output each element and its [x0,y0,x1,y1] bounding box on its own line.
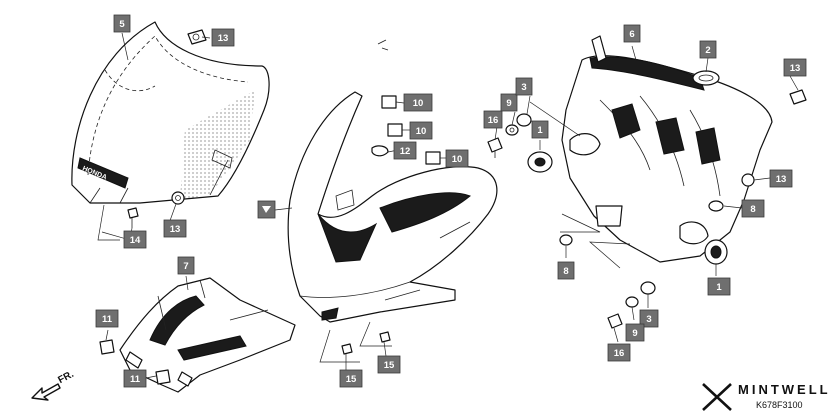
callout-15-right: 15 [377,355,401,374]
svg-text:13: 13 [776,174,787,185]
svg-text:1: 1 [537,125,543,136]
callout-1-left: 1 [531,120,549,139]
svg-text:15: 15 [384,360,395,371]
svg-text:8: 8 [563,266,568,277]
callout-10-b: 10 [409,121,433,140]
callout-3-left: 3 [515,77,533,96]
callout-1-right: 1 [707,277,731,296]
callout-12: 12 [393,141,417,160]
callout-8-right: 8 [741,199,765,218]
brand-name: MINTWELL [738,382,831,397]
svg-text:10: 10 [416,126,427,137]
callout-6: 6 [623,24,641,43]
callout-14: 14 [123,230,147,249]
svg-text:9: 9 [632,328,637,339]
callout-labels: 5 13 13 14 7 11 11 10 10 12 10 16 9 3 1 … [95,14,807,388]
brand-watermark: MINTWELL [698,380,832,416]
callout-2: 2 [699,40,717,59]
svg-text:13: 13 [218,33,229,44]
callout-8-lower: 8 [557,261,575,280]
callout-9-lower: 9 [625,323,645,342]
callout-16-left: 16 [483,110,503,129]
svg-text:3: 3 [521,82,526,93]
svg-text:10: 10 [413,98,424,109]
svg-text:2: 2 [705,45,710,56]
windscreen-part: HONDA [71,21,270,204]
front-direction-arrow-icon [31,383,61,401]
callout-16-lower: 16 [607,343,631,362]
lower-cowl-part [119,277,296,393]
inner-panel-part [561,35,773,263]
callout-13-right-mid: 13 [769,169,793,188]
callout-13-right-top: 13 [783,58,807,77]
svg-text:8: 8 [750,204,755,215]
svg-text:15: 15 [346,374,357,385]
callout-13-left: 13 [163,219,187,238]
svg-text:9: 9 [506,98,511,109]
drawing-code: K678F3100 [756,400,803,410]
svg-text:11: 11 [102,314,113,325]
svg-text:13: 13 [170,224,181,235]
callout-flag [257,200,276,219]
svg-text:6: 6 [629,29,634,40]
callout-11-bottom: 11 [123,369,147,388]
callout-11-left: 11 [95,309,119,328]
fasteners [99,29,807,385]
callout-15-left: 15 [339,369,363,388]
svg-text:11: 11 [130,374,141,385]
svg-text:5: 5 [119,19,125,30]
svg-text:16: 16 [488,115,499,126]
svg-text:13: 13 [790,63,801,74]
svg-text:12: 12 [400,146,411,157]
callout-5: 5 [113,14,131,33]
callout-9-left: 9 [500,93,518,112]
svg-text:3: 3 [646,314,651,325]
callout-10-a: 10 [403,93,433,112]
svg-text:1: 1 [716,282,722,293]
callout-10-c: 10 [445,149,469,168]
callout-3-lower: 3 [639,309,659,328]
callout-7: 7 [177,256,195,275]
brand-logo-icon [702,383,732,411]
svg-text:14: 14 [130,235,141,246]
svg-text:16: 16 [614,348,625,359]
svg-text:10: 10 [452,154,463,165]
svg-text:7: 7 [183,261,188,272]
callout-13-top: 13 [211,28,235,47]
front-cowl-part [287,39,498,323]
